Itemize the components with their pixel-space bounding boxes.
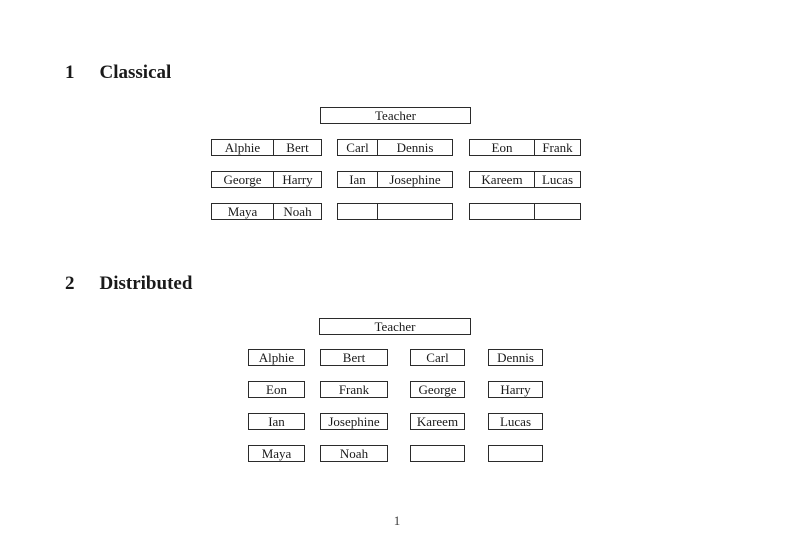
seat: Ian [248, 413, 305, 430]
seat-label: Carl [338, 140, 378, 155]
seat-label: Lucas [499, 414, 532, 429]
seat-label: Eon [470, 140, 535, 155]
seat: Eon [248, 381, 305, 398]
seat-label: Josephine [328, 414, 380, 429]
seat-label: Dennis [497, 350, 534, 365]
desk [469, 203, 581, 220]
desk: Alphie Bert [211, 139, 322, 156]
seat-label: Maya [212, 204, 274, 219]
seat-label: Dennis [396, 140, 434, 155]
seat-label [378, 204, 452, 219]
seat: Maya [248, 445, 305, 462]
seat [488, 445, 543, 462]
seat: Noah [320, 445, 388, 462]
seat-label: Alphie [258, 350, 295, 365]
seat-label: Harry [282, 172, 313, 187]
seat: Harry [488, 381, 543, 398]
seat-label: Maya [261, 446, 292, 461]
section-heading-classical: 1 Classical [65, 63, 171, 83]
page-number: 1 [393, 513, 401, 528]
seat-label: Kareem [470, 172, 535, 187]
seat: Kareem [410, 413, 465, 430]
seat-label: Ian [338, 172, 378, 187]
seat: Alphie [248, 349, 305, 366]
seat-label [338, 204, 378, 219]
section-title: Classical [99, 62, 172, 83]
seat-label: Alphie [212, 140, 274, 155]
seat: George [410, 381, 465, 398]
seat: Dennis [488, 349, 543, 366]
seat-label [489, 446, 542, 461]
seat-label: Harry [500, 382, 531, 397]
desk: Carl Dennis [337, 139, 453, 156]
desk [337, 203, 453, 220]
seat-label: Frank [542, 140, 573, 155]
teacher-label: Teacher [375, 108, 416, 123]
seat: Frank [320, 381, 388, 398]
seat-label: Ian [268, 414, 285, 429]
seat-label [535, 204, 580, 219]
desk: Eon Frank [469, 139, 581, 156]
section-number: 2 [65, 273, 75, 294]
seat-label [470, 204, 535, 219]
seat: Bert [320, 349, 388, 366]
seat-label: Frank [338, 382, 370, 397]
seat-label: Noah [339, 446, 369, 461]
seat-label: Noah [283, 204, 312, 219]
seat-label: Kareem [416, 414, 459, 429]
seat-label: Eon [266, 382, 287, 397]
seat: Carl [410, 349, 465, 366]
seat-label: Carl [426, 350, 449, 365]
seat-label: Josephine [389, 172, 441, 187]
teacher-box-distributed: Teacher [319, 318, 471, 335]
desk: Kareem Lucas [469, 171, 581, 188]
teacher-label: Teacher [374, 319, 416, 334]
seat-label: Lucas [541, 172, 574, 187]
desk: Maya Noah [211, 203, 322, 220]
seat-label: George [212, 172, 274, 187]
section-title: Distributed [99, 273, 193, 294]
seat-label: George [418, 382, 457, 397]
desk: Ian Josephine [337, 171, 453, 188]
section-number: 1 [65, 62, 75, 83]
seat-label: Bert [342, 350, 366, 365]
seat: Josephine [320, 413, 388, 430]
seat: Lucas [488, 413, 543, 430]
seat-label: Bert [286, 140, 309, 155]
teacher-box-classical: Teacher [320, 107, 471, 124]
seat [410, 445, 465, 462]
section-heading-distributed: 2 Distributed [65, 274, 192, 294]
seat-label [411, 446, 464, 461]
desk: George Harry [211, 171, 322, 188]
